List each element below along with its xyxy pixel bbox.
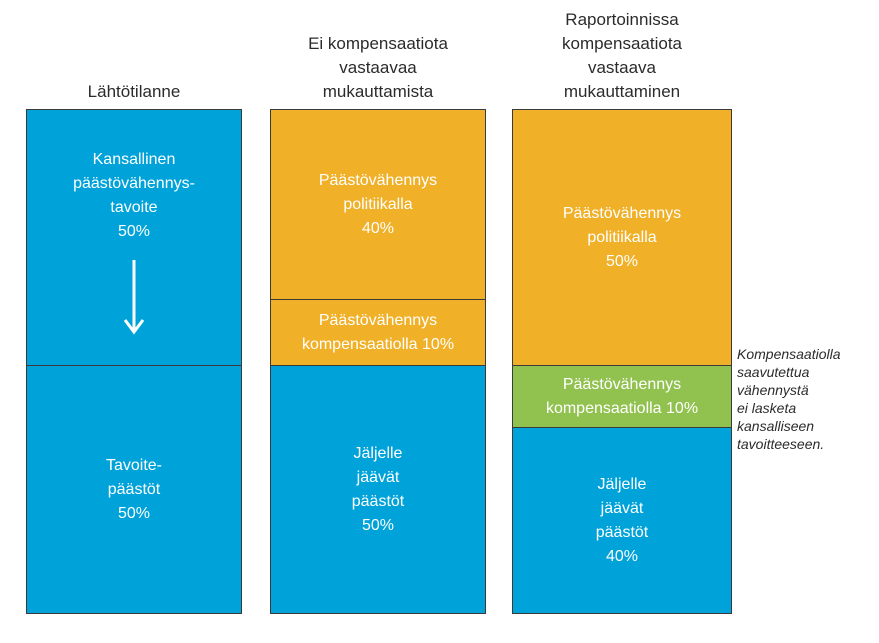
segment-paastovahennys-politiikalla: Päästövähennys politiikalla 40% <box>270 109 486 300</box>
segment-paastovahennys-kompensaatiolla: Päästövähennys kompensaatiolla 10% <box>270 299 486 366</box>
segment-jaljelle-jaavat-paastot: Jäljelle jäävät päästöt 50% <box>270 365 486 614</box>
segment-paastovahennys-kompensaatiolla: Päästövähennys kompensaatiolla 10% <box>512 365 732 428</box>
down-arrow-icon <box>123 260 145 335</box>
column-title-lahtotilanne: Lähtötilanne <box>87 82 181 101</box>
column-title-ei-kompensaatiota: Ei kompensaatiota vastaavaa mukauttamist… <box>308 34 448 101</box>
segment-jaljelle-jaavat-paastot: Jäljelle jäävät päästöt 40% <box>512 427 732 614</box>
column-title-raportoinnissa: Raportoinnissa kompensaatiota vastaava m… <box>561 10 683 101</box>
column-raportoinnissa: Päästövähennys politiikalla 50% Päästövä… <box>512 109 732 614</box>
side-note: Kompensaatiolla saavutettua vähennystä e… <box>737 346 841 452</box>
column-ei-kompensaatiota: Päästövähennys politiikalla 40% Päästövä… <box>270 109 486 614</box>
segment-paastovahennys-politiikalla: Päästövähennys politiikalla 50% <box>512 109 732 366</box>
segment-tavoitepaastot: Tavoite- päästöt 50% <box>26 365 242 614</box>
column-lahtotilanne: Kansallinen päästövähennys- tavoite 50% … <box>26 109 242 614</box>
